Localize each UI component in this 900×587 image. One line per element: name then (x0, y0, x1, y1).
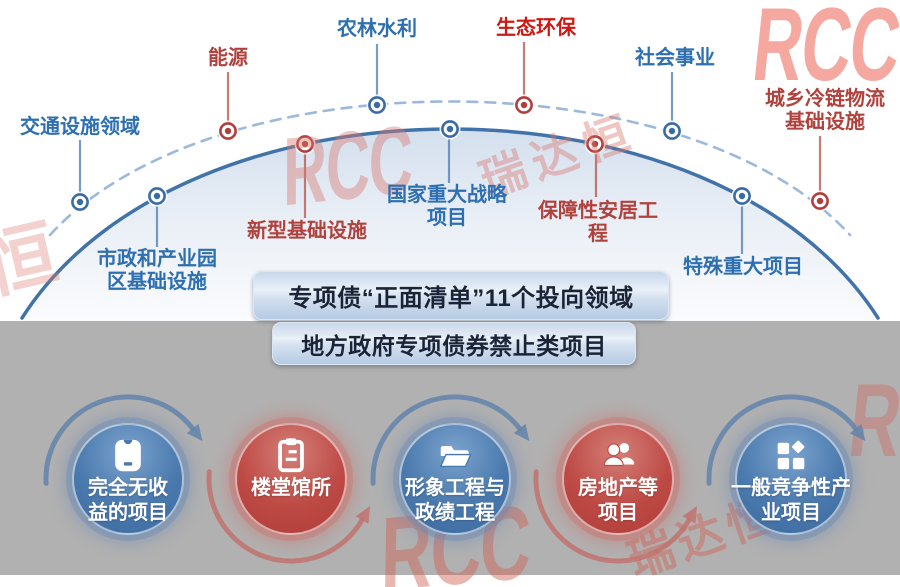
prohibited-item-no-income-projects: 完全无收益的项目 (72, 423, 184, 535)
prohibited-item-vanity-projects: 形象工程与政绩工程 (399, 423, 511, 535)
prohibited-item-label: 完全无收益的项目 (88, 477, 168, 524)
arrow-arc-red (533, 469, 697, 564)
prohibited-item-competitive-industries: 一般竞争性产业项目 (731, 423, 851, 535)
label-stems (78, 42, 822, 254)
arrow-arc-red (206, 469, 370, 564)
dashed-arc (48, 100, 852, 237)
prohibited-list-banner: 地方政府专项债券禁止类项目 (272, 322, 636, 365)
area-label-municipal-industrial-park: 市政和产业园区基础设施 (97, 248, 217, 293)
pouch-icon (115, 439, 141, 472)
arrow-arc-blue (370, 394, 530, 486)
area-label-cold-chain-logistics: 城乡冷链物流基础设施 (765, 88, 885, 133)
area-label-agriculture-water: 农林水利 (337, 18, 417, 40)
area-label-affordable-housing: 保障性安居工程 (538, 200, 658, 245)
folder-icon (439, 446, 472, 468)
arrow-arc-blue (706, 394, 866, 486)
area-label-national-strategy-projects: 国家重大战略项目 (387, 184, 507, 229)
area-label-special-major-projects: 特殊重大项目 (683, 256, 803, 278)
prohibited-item-label: 形象工程与政绩工程 (405, 477, 505, 524)
prohibited-item-label: 房地产等项目 (578, 477, 658, 524)
prohibited-item-government-buildings: 楼堂馆所 (235, 423, 347, 535)
prohibited-item-real-estate: 房地产等项目 (562, 423, 674, 535)
clipboard-icon (278, 438, 304, 473)
arc-marker-dots (69, 94, 831, 213)
area-label-energy: 能源 (208, 47, 248, 69)
area-label-new-infrastructure: 新型基础设施 (247, 220, 367, 242)
prohibited-item-label: 楼堂馆所 (251, 477, 331, 499)
area-label-social-programs: 社会事业 (635, 47, 715, 69)
blocks-icon (777, 440, 805, 470)
people-icon (603, 442, 635, 467)
positive-list-banner: 专项债“正面清单”11个投向领域 (253, 271, 669, 320)
prohibited-item-label: 一般竞争性产业项目 (731, 477, 851, 524)
flow-arrows (43, 394, 866, 564)
arrow-arc-blue (43, 394, 203, 486)
area-label-transport-facilities: 交通设施领域 (20, 116, 140, 138)
area-label-eco-environment: 生态环保 (496, 17, 576, 39)
